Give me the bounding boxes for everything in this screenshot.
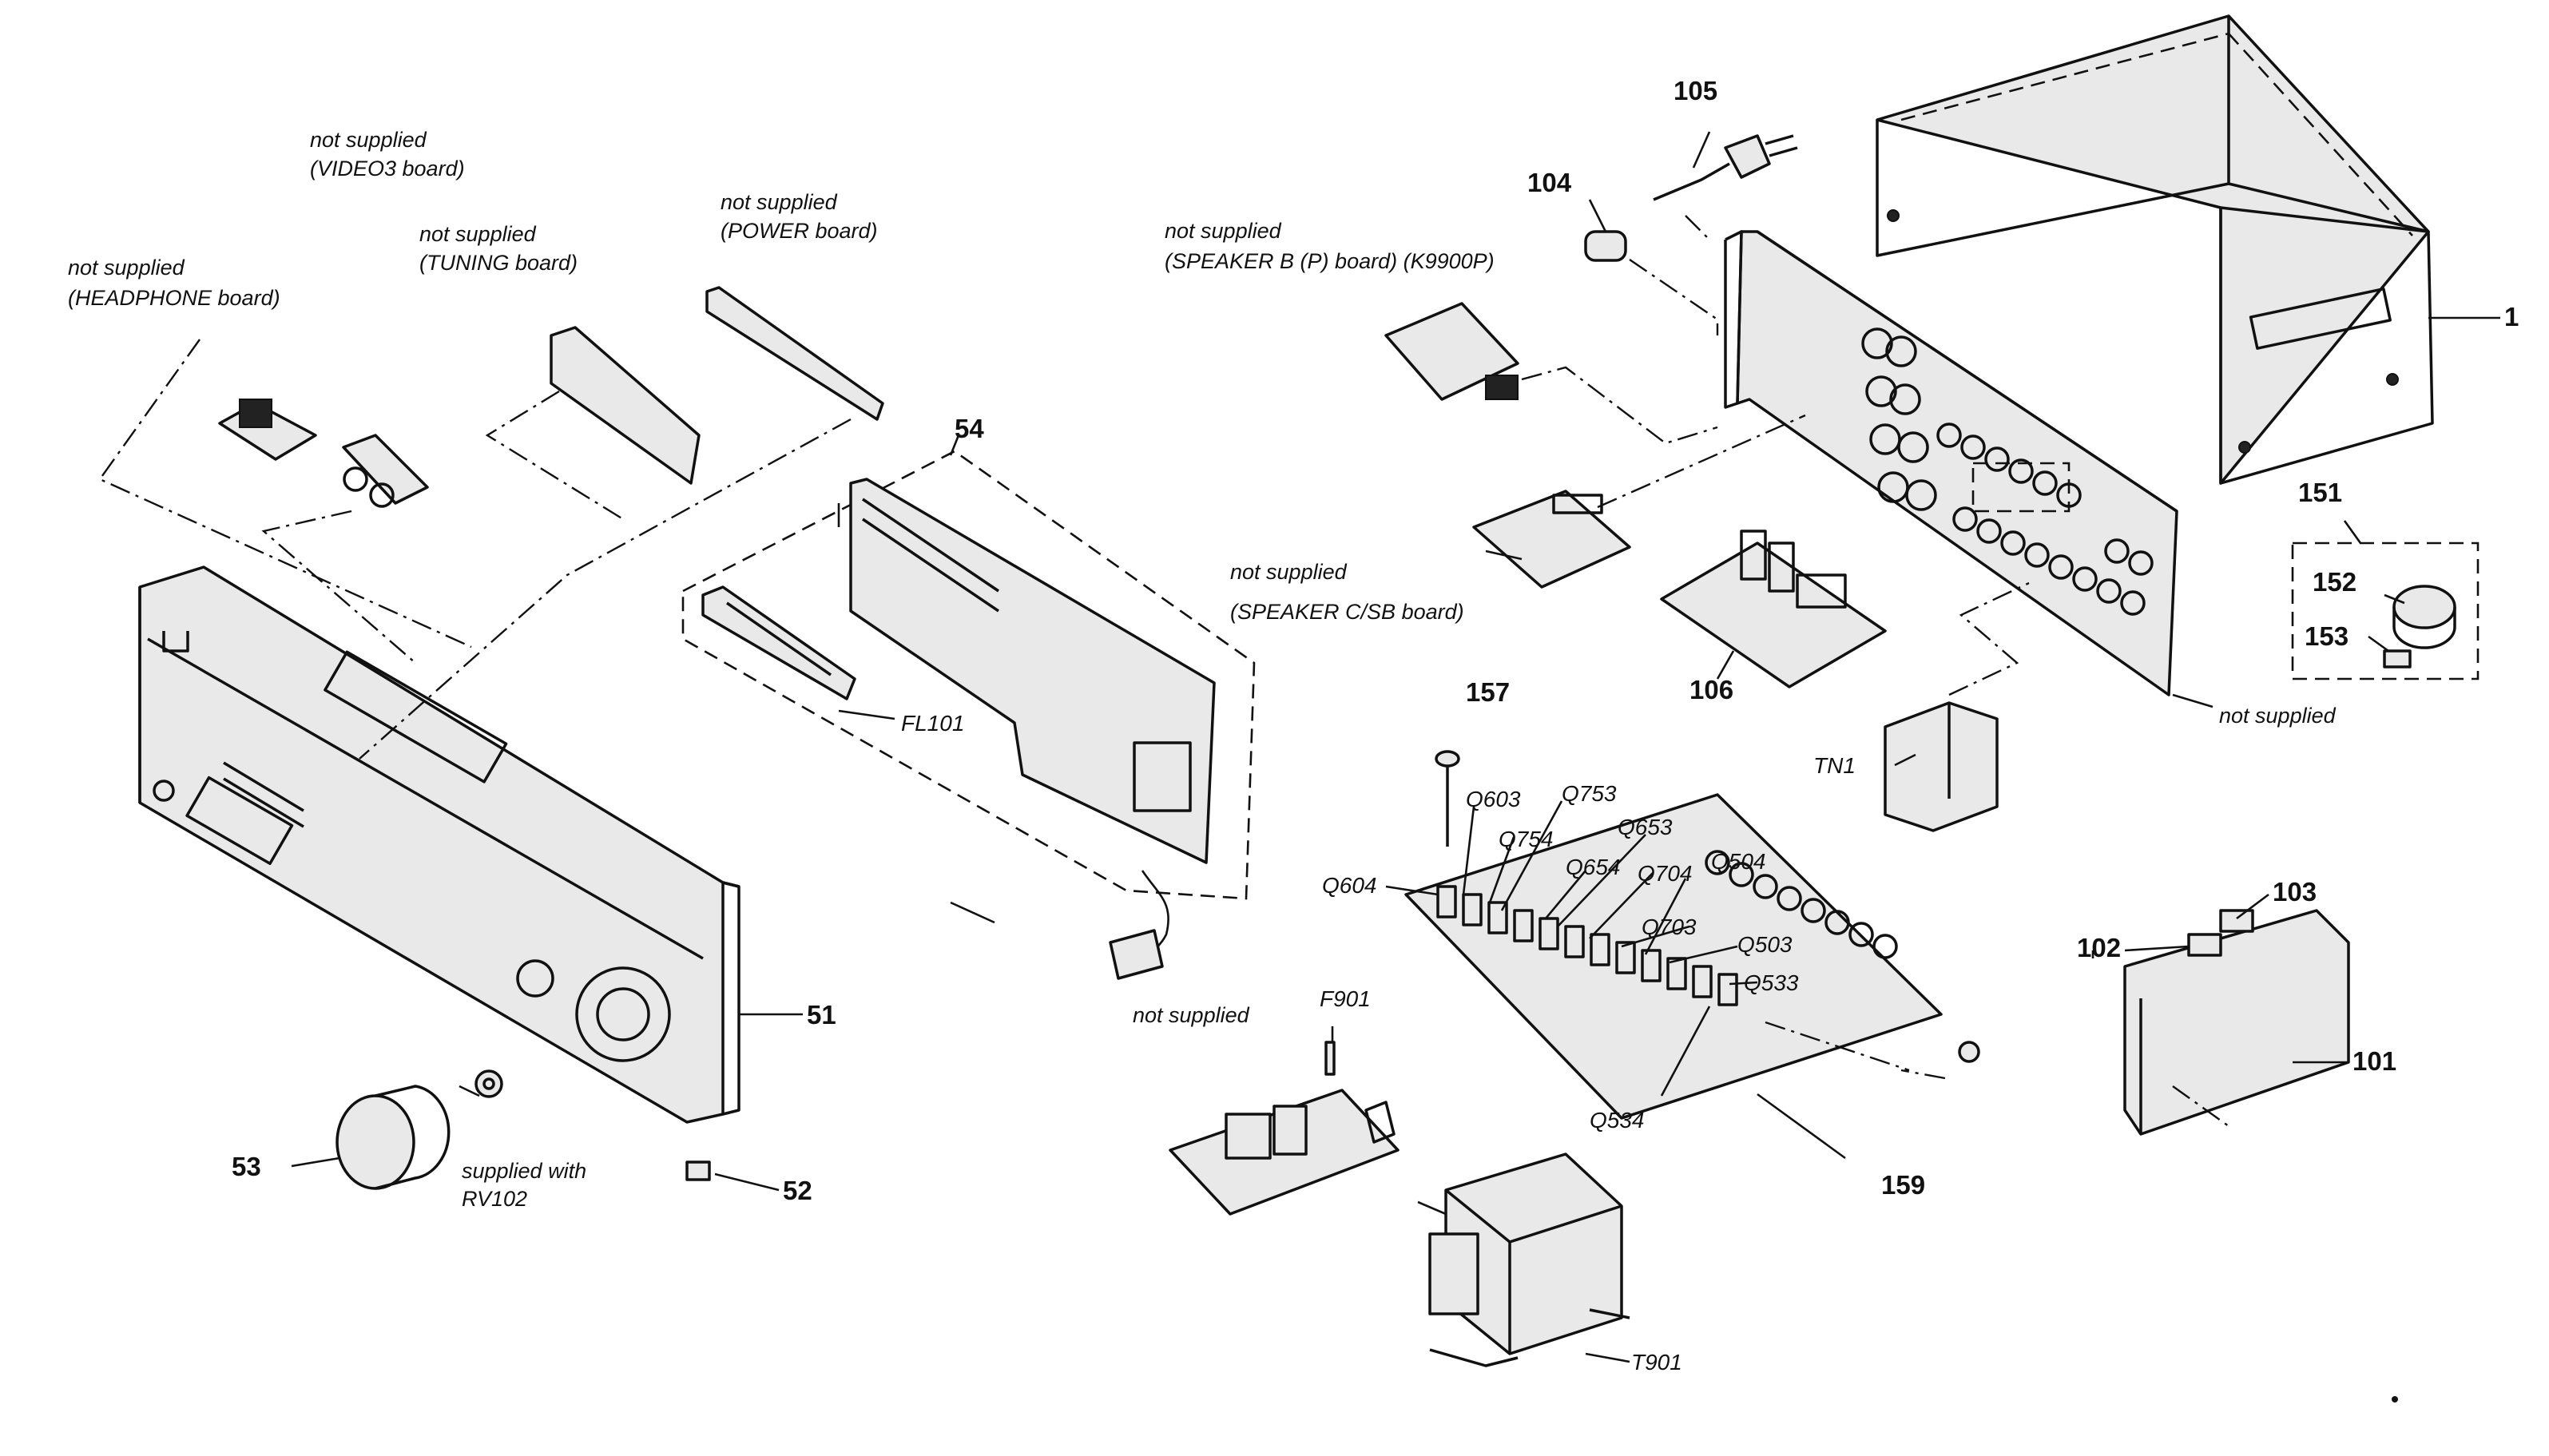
headphone-note-line1: not supplied — [68, 256, 185, 280]
speakerb-note-line1: not supplied — [1165, 219, 1282, 243]
ref-fl101: FL101 — [901, 711, 964, 736]
transformer-t901 — [1428, 1153, 1630, 1367]
speaker-csb-board — [1472, 490, 1631, 589]
part-number-152: 152 — [2313, 567, 2356, 597]
part-numbers: 1 51 52 53 54 101 102 103 104 105 106 15… — [232, 76, 2519, 1205]
ref-q703: Q703 — [1642, 914, 1697, 939]
ref-q704: Q704 — [1638, 861, 1693, 886]
speakerb-note-line2: (SPEAKER B (P) board) (K9900P) — [1165, 249, 1495, 273]
part-number-106: 106 — [1689, 675, 1733, 704]
speaker-b-board — [1384, 302, 1519, 401]
cable-part — [1109, 870, 1169, 980]
video3-note-line1: not supplied — [310, 128, 427, 152]
ref-q753: Q753 — [1562, 781, 1617, 806]
ref-q604: Q604 — [1322, 873, 1377, 898]
power-note-line2: (POWER board) — [721, 219, 878, 243]
tuning-board — [550, 326, 701, 485]
speakercsb-note-line1: not supplied — [1230, 560, 1348, 584]
video3-note-line2: (VIDEO3 board) — [310, 157, 465, 181]
bracket-52 — [685, 1160, 711, 1181]
washer-part — [474, 1069, 503, 1098]
screw-159-side — [1958, 1041, 1980, 1063]
screw-157 — [1435, 750, 1460, 847]
ref-q534: Q534 — [1590, 1108, 1645, 1133]
part-number-151: 151 — [2298, 478, 2342, 507]
part-number-101: 101 — [2352, 1046, 2396, 1076]
power-note-line1: not supplied — [721, 190, 838, 214]
ref-q503: Q503 — [1737, 932, 1793, 957]
ref-q533: Q533 — [1744, 970, 1799, 995]
part-number-157: 157 — [1466, 677, 1510, 707]
speakercsb-note-line2: (SPEAKER C/SB board) — [1230, 600, 1464, 624]
power-cord-part — [1653, 134, 1798, 201]
top-cover-part — [1876, 14, 2434, 485]
supplied-with-note-line2: RV102 — [462, 1187, 527, 1211]
bracket-101 — [2123, 909, 2350, 1136]
part-number-105: 105 — [1674, 76, 1717, 105]
part-number-102: 102 — [2077, 933, 2121, 962]
part-151-group — [2291, 542, 2480, 680]
cable-not-supplied-note: not supplied — [1133, 1003, 1250, 1027]
front-panel-part — [138, 565, 740, 1124]
part-number-53: 53 — [232, 1152, 261, 1181]
stray-dot — [2392, 1396, 2398, 1402]
ref-q653: Q653 — [1618, 815, 1673, 839]
tuning-note-line2: (TUNING board) — [419, 251, 578, 275]
supplied-with-note-line1: supplied with — [462, 1159, 586, 1183]
annotations: not supplied (HEADPHONE board) not suppl… — [68, 128, 2337, 1211]
rear-panel-chassis — [1724, 230, 2178, 696]
part-number-104: 104 — [1527, 168, 1572, 197]
part-number-153: 153 — [2305, 621, 2348, 651]
rear-not-supplied-note: not supplied — [2219, 704, 2337, 728]
part-number-54: 54 — [955, 414, 984, 443]
board-106 — [1660, 530, 1887, 688]
ref-q504: Q504 — [1711, 849, 1766, 874]
part-number-1: 1 — [2504, 302, 2519, 331]
fuse-f901 — [1324, 1041, 1336, 1076]
part-number-159: 159 — [1881, 1170, 1925, 1200]
part-number-51: 51 — [807, 1000, 836, 1030]
ref-q754: Q754 — [1499, 827, 1554, 851]
video3-board — [342, 434, 429, 508]
ref-tn1: TN1 — [1813, 753, 1856, 778]
ref-q603: Q603 — [1466, 787, 1521, 811]
headphone-note-line2: (HEADPHONE board) — [68, 286, 280, 310]
power-board — [705, 286, 884, 421]
power-supply-board — [1169, 1089, 1400, 1216]
knob-part — [335, 1085, 451, 1190]
ref-f901: F901 — [1320, 986, 1371, 1011]
tn1-module — [1884, 701, 1999, 832]
rear-jacks — [1861, 327, 2154, 616]
ferrite-core-part — [1584, 230, 1627, 262]
heatsink-fins — [1705, 850, 1898, 959]
fl101-display-part — [701, 585, 856, 700]
ref-t901: T901 — [1631, 1350, 1682, 1375]
tuning-note-line1: not supplied — [419, 222, 537, 246]
ref-q654: Q654 — [1566, 855, 1621, 879]
main-board-159 — [1404, 793, 1943, 1120]
headphone-board — [218, 399, 317, 461]
transistor-row — [1436, 885, 1738, 1006]
part-number-52: 52 — [783, 1176, 812, 1205]
part-number-103: 103 — [2273, 877, 2317, 907]
board-54-group — [681, 450, 1256, 900]
leader-lines — [98, 131, 2500, 1363]
reference-designators: FL101 TN1 F901 T901 Q603 Q753 Q754 Q653 … — [901, 711, 1856, 1375]
